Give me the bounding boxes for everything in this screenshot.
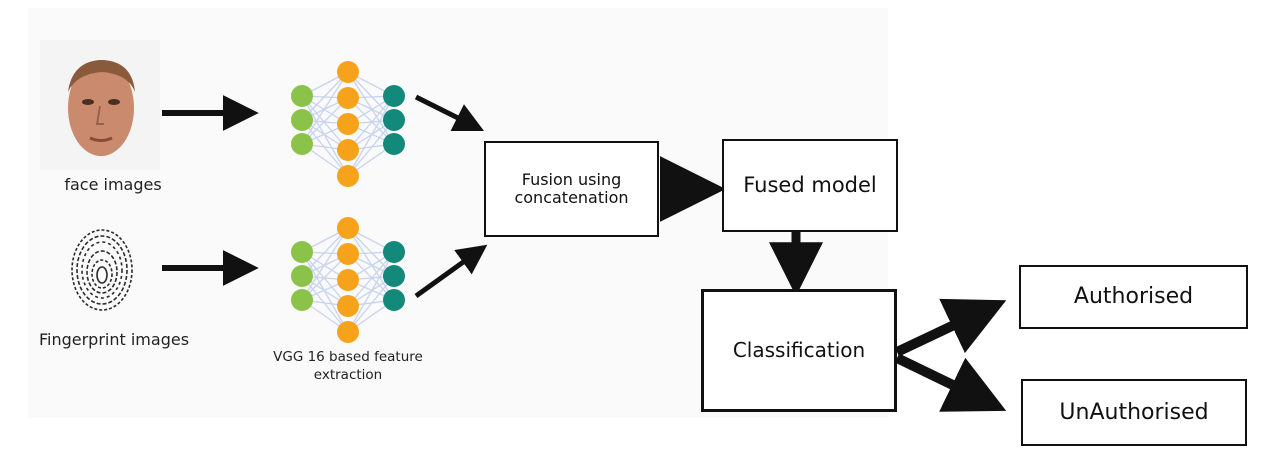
arrow-classification-to-authorised <box>894 298 1007 357</box>
vgg16-caption: VGG 16 based feature extraction <box>238 348 458 384</box>
face-image <box>40 40 160 170</box>
network-edge <box>347 71 395 145</box>
output-node <box>383 289 405 311</box>
fusion-line2: concatenation <box>514 188 629 207</box>
classification-box: Classification <box>701 289 897 412</box>
output-node <box>383 265 405 287</box>
face-images-label: face images <box>64 175 162 194</box>
classification-label: Classification <box>732 338 866 362</box>
unauthorised-box: UnAuthorised <box>1021 379 1247 446</box>
network-edge <box>347 227 395 301</box>
input-node <box>291 241 313 263</box>
network-edge <box>347 95 395 177</box>
authorised-label: Authorised <box>1073 284 1194 310</box>
network-edge <box>301 119 349 177</box>
network-edge <box>301 251 349 307</box>
vgg16-caption-line1: VGG 16 based feature <box>273 349 423 365</box>
hidden-node <box>337 165 359 187</box>
network-edge <box>301 95 349 177</box>
fusion-line1: Fusion using <box>521 169 622 189</box>
network-edge <box>347 95 395 151</box>
hidden-node <box>337 217 359 239</box>
fingerprint-images-label: Fingerprint images <box>38 330 190 349</box>
arrow-classification-to-unauthorised <box>894 353 1007 412</box>
network-edge <box>301 275 349 333</box>
vgg16-network-face <box>291 61 405 187</box>
fingerprint-image <box>71 229 133 311</box>
output-node <box>383 85 405 107</box>
network-edge <box>347 119 395 177</box>
fusion-box: Fusion using concatenation <box>484 141 659 237</box>
network-edge <box>301 227 349 277</box>
hidden-node <box>337 269 359 291</box>
hidden-node <box>337 295 359 317</box>
input-node <box>291 265 313 287</box>
hidden-node <box>337 113 359 135</box>
arrow-network-top-to-fusion <box>414 94 485 132</box>
network-edge <box>347 251 395 333</box>
input-node <box>291 289 313 311</box>
output-node <box>383 109 405 131</box>
input-node <box>291 133 313 155</box>
network-edge <box>301 71 349 145</box>
arrow-network-bottom-to-fusion <box>414 244 488 299</box>
vgg16-network-fingerprint <box>291 217 405 343</box>
network-edge <box>347 251 395 307</box>
network-edge <box>301 71 349 121</box>
authorised-box: Authorised <box>1019 265 1248 329</box>
hidden-node <box>337 139 359 161</box>
output-node <box>383 133 405 155</box>
input-node <box>291 85 313 107</box>
input-node <box>291 109 313 131</box>
hidden-node <box>337 61 359 83</box>
network-edge <box>301 251 349 333</box>
hidden-node <box>337 243 359 265</box>
network-edge <box>347 275 395 333</box>
network-edge <box>347 71 395 121</box>
vgg16-caption-line2: extraction <box>313 367 383 383</box>
unauthorised-label: UnAuthorised <box>1059 399 1209 425</box>
hidden-node <box>337 321 359 343</box>
network-edge <box>301 95 349 151</box>
fused-model-label: Fused model <box>743 173 877 198</box>
output-node <box>383 241 405 263</box>
network-edge <box>347 227 395 277</box>
fused-model-box: Fused model <box>722 139 898 232</box>
network-edge <box>301 227 349 301</box>
hidden-node <box>337 87 359 109</box>
